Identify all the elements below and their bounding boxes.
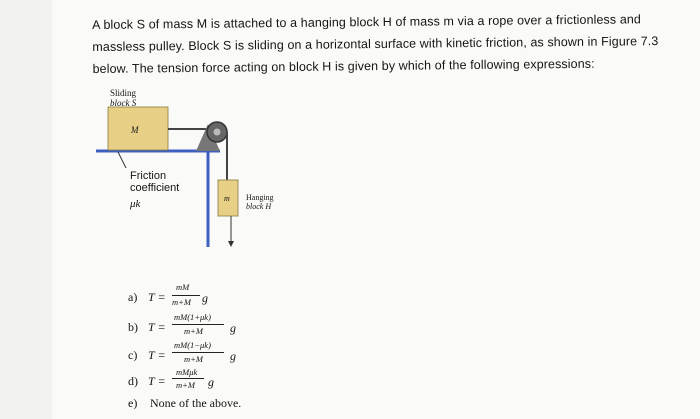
question-card — [52, 0, 700, 419]
sliding-label: Sliding block S — [110, 88, 137, 108]
figure-7-3: Sliding block S M Friction coefficient μ… — [90, 84, 350, 254]
fraction-bar — [172, 324, 224, 325]
friction-pointer — [117, 151, 127, 169]
hanging-label: Hanging block H — [246, 193, 274, 211]
pulley-axle — [213, 128, 221, 136]
block-s-mass: M — [131, 125, 139, 135]
fraction-bar — [172, 295, 200, 296]
hanging-block-h — [217, 179, 239, 217]
friction-label: Friction coefficient μk — [130, 170, 180, 210]
figure-drawing — [96, 106, 239, 247]
fraction-bar — [172, 352, 224, 353]
question-text: A block S of mass M is attached to a han… — [92, 8, 658, 80]
block-h-mass: m — [224, 194, 230, 203]
sliding-block-s — [107, 106, 169, 151]
fraction-bar — [172, 378, 204, 379]
